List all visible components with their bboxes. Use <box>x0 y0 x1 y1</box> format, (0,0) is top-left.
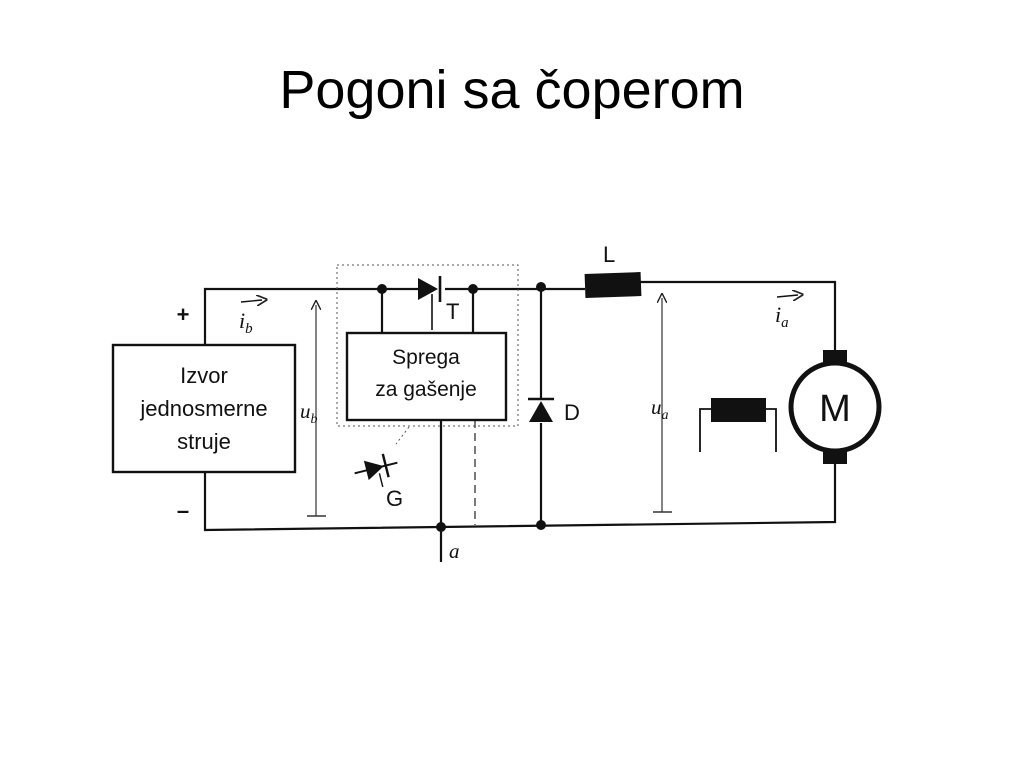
motor-m-brush-bottom <box>823 450 847 464</box>
motor-m-brush-top <box>823 350 847 364</box>
diode-d-triangle <box>529 401 553 422</box>
junction-dot <box>436 522 446 532</box>
inductor-l-symbol <box>584 272 642 298</box>
dashed-link-left <box>395 426 410 445</box>
junction-dot <box>377 284 387 294</box>
motor-m-label: M <box>819 388 851 430</box>
thyristor-t-triangle <box>418 278 438 300</box>
field-winding-leads <box>699 408 777 452</box>
polarity-minus: – <box>177 498 189 523</box>
current-ia-label: ia <box>775 302 789 331</box>
dc-source-line1: Izvor <box>180 363 228 388</box>
voltage-ub-label: ub <box>300 399 318 427</box>
thyristor-g-label: G <box>386 486 403 511</box>
top-wire-right <box>640 280 837 355</box>
thyristor-g-gate <box>378 473 384 488</box>
slide-title: Pogoni sa čoperom <box>279 60 745 120</box>
thyristor-g-bar <box>381 453 390 478</box>
polarity-plus: + <box>177 302 190 327</box>
thyristor-t-symbol <box>418 276 442 330</box>
voltage-ua-arrow <box>653 298 672 513</box>
field-winding-symbol <box>699 398 777 452</box>
junction-dot <box>468 284 478 294</box>
motor-m-symbol <box>788 350 882 464</box>
diode-d-label: D <box>564 400 580 425</box>
field-winding-coil <box>711 398 766 422</box>
commutation-line2: za gašenje <box>375 378 477 401</box>
inductor-l-label: L <box>603 242 615 267</box>
chopper-dotted-enclosure <box>336 264 519 427</box>
dc-source-line3: struje <box>177 429 231 454</box>
bottom-wire <box>203 462 837 532</box>
commutation-box: Sprega za gašenje <box>345 331 508 422</box>
diode-d-symbol <box>528 397 554 422</box>
voltage-ub-arrow <box>307 305 326 517</box>
current-ib-arrow <box>240 300 262 302</box>
commutation-line1: Sprega <box>392 346 460 369</box>
wires <box>203 280 837 562</box>
current-ib-label: ib <box>239 308 253 337</box>
current-ia-arrow <box>776 295 798 297</box>
thyristor-g-triangle <box>363 460 384 481</box>
control-signal-label: a <box>449 539 460 563</box>
junction-dot <box>536 520 546 530</box>
thyristor-g-symbol <box>354 453 398 488</box>
junction-dot <box>536 282 546 292</box>
dc-source-frame <box>111 343 297 474</box>
thyristor-t-label: T <box>446 299 459 324</box>
commutation-frame <box>345 331 508 422</box>
voltage-ua-label: ua <box>651 395 669 423</box>
dc-source-box: Izvor jednosmerne struje <box>111 343 297 474</box>
junction-dots <box>377 282 546 532</box>
top-wire-left <box>203 287 428 345</box>
dc-source-line2: jednosmerne <box>139 396 267 421</box>
